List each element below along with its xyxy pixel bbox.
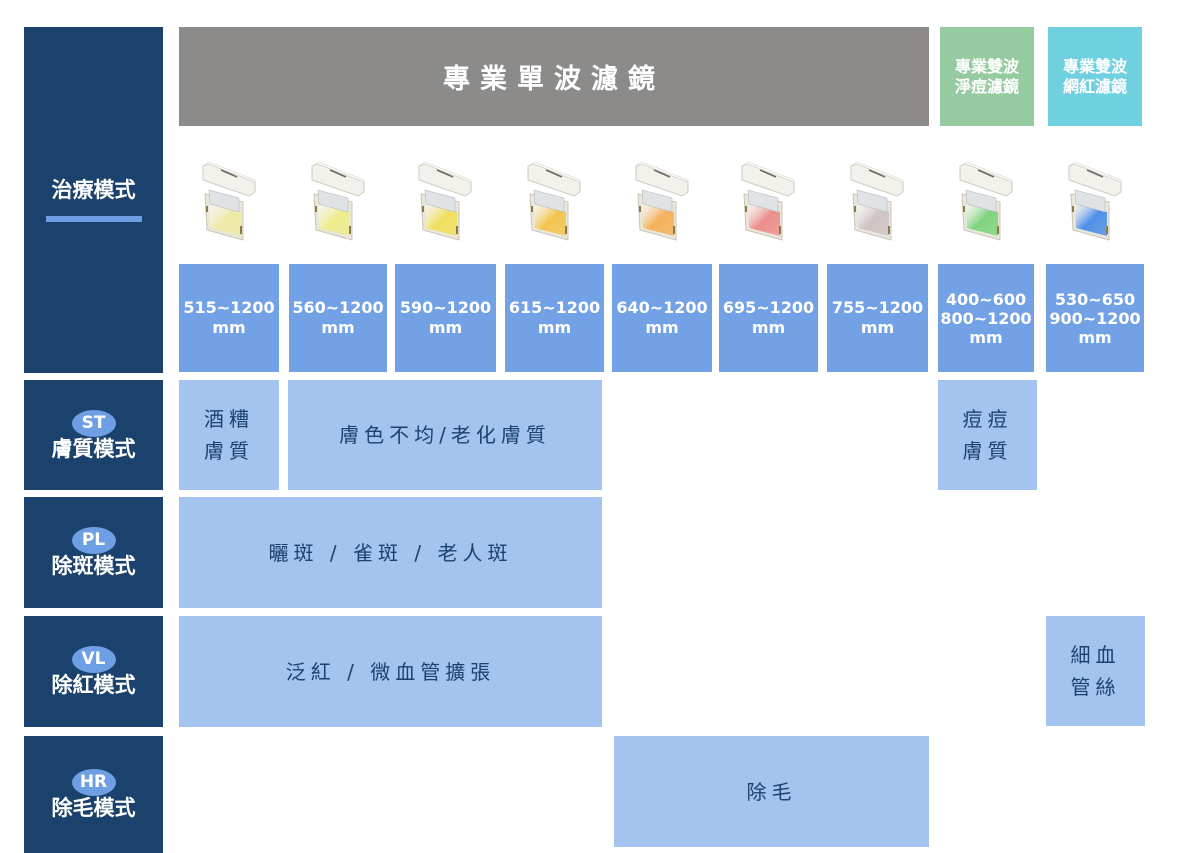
mode-vl-badge: VL: [71, 646, 116, 673]
single-wave-filter-header: 專業單波濾鏡: [179, 27, 929, 126]
indication-uneven-aging-skin: 膚色不均/老化膚質: [288, 380, 602, 490]
wavelength-615: 615~1200 mm: [505, 264, 604, 372]
filter-cartridge-graphic: [527, 161, 581, 241]
filter-cartridge-graphic: [959, 161, 1013, 241]
indication-acne-skin: 痘痘 膚質: [938, 380, 1037, 490]
wavelength-640: 640~1200 mm: [612, 264, 712, 372]
mode-hr-label: 除毛模式: [51, 796, 136, 820]
dual-acne-filter-header: 專業雙波 淨痘濾鏡: [940, 27, 1034, 126]
wavelength-695: 695~1200 mm: [719, 264, 818, 372]
filter-cartridge-graphic: [311, 161, 365, 241]
filter-cartridge-icon: [847, 152, 907, 248]
filter-cartridge-icon: [415, 152, 475, 248]
filter-cartridge-graphic: [418, 161, 472, 241]
treatment-mode-label: 治療模式: [51, 178, 136, 202]
filter-cartridge-graphic: [850, 161, 904, 241]
indication-hair-removal: 除毛: [614, 736, 929, 847]
treatment-mode-underline: [45, 216, 142, 222]
indication-rosacea: 酒糟 膚質: [179, 380, 279, 490]
filter-cartridge-icon: [524, 152, 584, 248]
filter-cartridge-graphic: [741, 161, 795, 241]
treatment-mode-header: 治療模式: [24, 27, 163, 373]
mode-vl: VL 除紅模式: [24, 616, 163, 727]
mode-vl-label: 除紅模式: [51, 673, 136, 697]
indication-spider-veins: 細血 管絲: [1046, 616, 1145, 726]
filter-cartridge-icon: [1065, 152, 1125, 248]
mode-hr-badge: HR: [71, 769, 116, 796]
dual-vascular-filter-header: 專業雙波 網紅濾鏡: [1048, 27, 1142, 126]
mode-st: ST 膚質模式: [24, 380, 163, 490]
filter-cartridge-graphic: [1068, 161, 1122, 241]
wavelength-590: 590~1200 mm: [395, 264, 496, 372]
filter-cartridge-icon: [956, 152, 1016, 248]
wavelength-515: 515~1200 mm: [179, 264, 279, 372]
filter-cartridge-icon: [308, 152, 368, 248]
mode-pl-label: 除斑模式: [51, 554, 136, 578]
wavelength-755: 755~1200 mm: [827, 264, 928, 372]
filter-cartridge-icon: [632, 152, 692, 248]
mode-hr: HR 除毛模式: [24, 736, 163, 853]
filter-cartridge-graphic: [635, 161, 689, 241]
mode-st-label: 膚質模式: [51, 436, 136, 461]
indication-redness-telangiectasia: 泛紅 / 微血管擴張: [179, 616, 602, 727]
filter-cartridge-icon: [738, 152, 798, 248]
wavelength-acne-dual: 400~600 800~1200 mm: [938, 264, 1034, 372]
mode-pl-badge: PL: [71, 527, 116, 554]
wavelength-vascular-dual: 530~650 900~1200 mm: [1046, 264, 1144, 372]
indication-pigment-spots: 曬斑 / 雀斑 / 老人斑: [179, 497, 602, 608]
wavelength-560: 560~1200 mm: [289, 264, 387, 372]
mode-pl: PL 除斑模式: [24, 497, 163, 608]
filter-cartridge-icon: [199, 152, 259, 248]
filter-cartridge-graphic: [202, 161, 256, 241]
mode-st-badge: ST: [71, 409, 116, 437]
